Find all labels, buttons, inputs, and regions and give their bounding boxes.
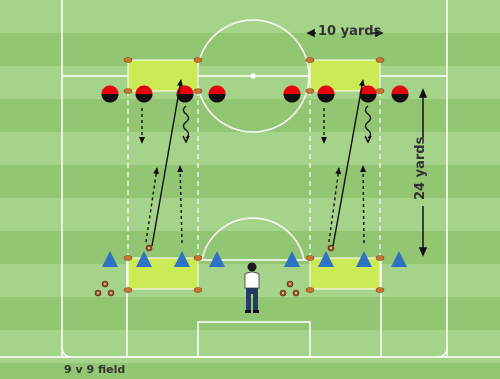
ball-icon bbox=[286, 280, 294, 288]
red-player-icon bbox=[391, 85, 409, 103]
balls bbox=[94, 244, 335, 297]
blue-team bbox=[102, 251, 407, 267]
ball-icon bbox=[101, 280, 109, 288]
arrow-icon bbox=[360, 165, 367, 244]
ten-yards-label: 10 yards bbox=[318, 24, 382, 39]
dribble-icon bbox=[182, 105, 190, 139]
red-player-icon bbox=[101, 85, 119, 103]
corner-arc-left bbox=[61, 347, 72, 358]
ball-icon bbox=[94, 289, 102, 297]
cone-icon bbox=[375, 287, 385, 293]
dribble-icon bbox=[364, 105, 372, 139]
ball-icon bbox=[145, 244, 153, 252]
twenty-four-yards-label: 24 yards bbox=[413, 136, 428, 200]
blue-player-icon bbox=[209, 251, 225, 267]
arrow-icon bbox=[364, 135, 372, 144]
blue-player-icon bbox=[391, 251, 407, 267]
red-player-icon bbox=[176, 85, 194, 103]
blue-player-icon bbox=[102, 251, 118, 267]
red-player-icon bbox=[359, 85, 377, 103]
red-player-icon bbox=[283, 85, 301, 103]
ball-icon bbox=[279, 289, 287, 297]
arrow-icon bbox=[182, 135, 190, 144]
red-player-icon bbox=[135, 85, 153, 103]
cone-icon bbox=[123, 255, 133, 261]
blue-player-icon bbox=[174, 251, 190, 267]
blue-player-icon bbox=[284, 251, 300, 267]
ball-icon bbox=[107, 289, 115, 297]
cone-icon bbox=[375, 255, 385, 261]
arrow-icon bbox=[332, 79, 365, 247]
cone-icon bbox=[305, 57, 315, 63]
run-arrows bbox=[139, 79, 372, 247]
cone-icon bbox=[123, 57, 133, 63]
cone-icon bbox=[375, 57, 385, 63]
corner-arc-right bbox=[437, 347, 448, 358]
ball-icon bbox=[327, 244, 335, 252]
cone-icon bbox=[305, 88, 315, 94]
arrow-icon bbox=[151, 79, 183, 247]
cone-icon bbox=[305, 287, 315, 293]
arrow-icon bbox=[145, 167, 160, 243]
field-caption: 9 v 9 field bbox=[64, 363, 126, 376]
center-spot bbox=[250, 73, 256, 79]
channel-lines bbox=[127, 91, 381, 258]
coach-icon bbox=[244, 262, 260, 313]
red-team bbox=[101, 85, 409, 103]
red-player-icon bbox=[208, 85, 226, 103]
cones bbox=[123, 57, 385, 293]
cone-icon bbox=[375, 88, 385, 94]
cone-icon bbox=[123, 88, 133, 94]
goal-area bbox=[197, 321, 311, 358]
penalty-arc bbox=[201, 217, 305, 261]
red-player-icon bbox=[317, 85, 335, 103]
ball-icon bbox=[292, 289, 300, 297]
cone-icon bbox=[305, 255, 315, 261]
cone-icon bbox=[193, 57, 203, 63]
blue-player-icon bbox=[136, 251, 152, 267]
cone-icon bbox=[193, 88, 203, 94]
cone-icon bbox=[193, 287, 203, 293]
cone-icon bbox=[193, 255, 203, 261]
blue-player-icon bbox=[356, 251, 372, 267]
measure-arrows bbox=[306, 28, 428, 257]
arrow-icon bbox=[328, 167, 342, 243]
arrow-icon bbox=[177, 165, 184, 244]
blue-player-icon bbox=[318, 251, 334, 267]
cone-icon bbox=[123, 287, 133, 293]
